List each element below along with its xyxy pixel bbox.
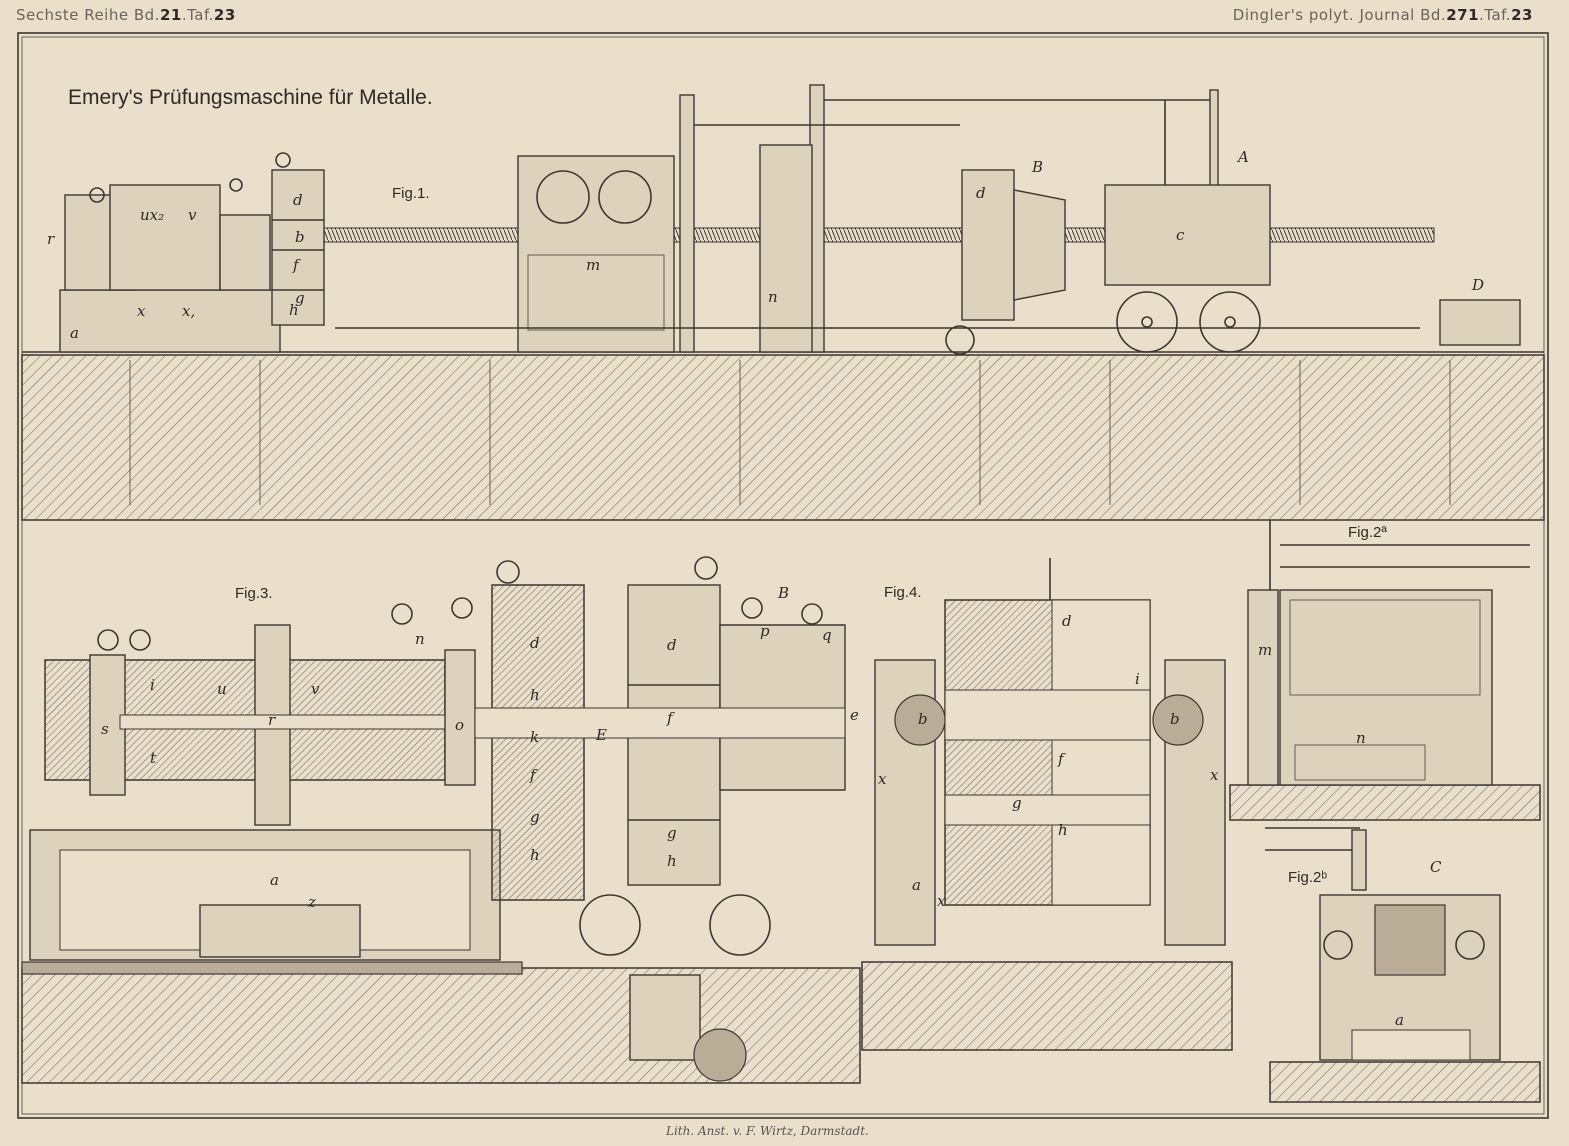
fig1-foundation (21, 354, 1545, 521)
plate-frame (17, 32, 1549, 1119)
part-label: A (1236, 148, 1249, 166)
volume-number: 271 (1446, 6, 1480, 24)
fig2a-measuring-cabinet: Fig.2ª (1229, 520, 1541, 821)
part-label: h (530, 686, 540, 704)
plate-number: 23 (213, 6, 236, 24)
part-label: C (1430, 858, 1442, 876)
fig3-longitudinal-section: Fig.3. (21, 556, 861, 1084)
part-label: h (1058, 821, 1068, 839)
part-label: b (918, 710, 928, 728)
part-label: d (530, 634, 540, 652)
part-label: g (295, 289, 305, 307)
series-text: Sechste Reihe Bd. (16, 6, 160, 24)
fig1-side-elevation: Fig.1. (21, 84, 1545, 521)
part-label: m (1258, 641, 1272, 659)
lithographer-credit: Lith. Anst. v. F. Wirtz, Darmstadt. (666, 1124, 869, 1138)
part-label: n (1356, 729, 1366, 747)
part-label: g (1012, 794, 1022, 812)
part-label: i (150, 676, 155, 694)
part-label: a (270, 871, 279, 889)
part-label: n (415, 630, 425, 648)
part-label: x (137, 302, 146, 320)
part-label: b (1170, 710, 1180, 728)
part-label: m (586, 256, 600, 274)
part-label: s (101, 720, 109, 738)
fig2b-caption: Fig.2ᵇ (1288, 869, 1327, 886)
part-label: e (850, 706, 859, 724)
header-left: Sechste Reihe Bd.21.Taf.23 (16, 6, 236, 24)
part-label: k (530, 728, 539, 746)
part-label: n (768, 288, 778, 306)
part-label: o (455, 716, 464, 734)
part-label: d (667, 636, 677, 654)
part-label: i (1135, 670, 1140, 688)
part-label: a (912, 876, 921, 894)
plate-prefix: .Taf. (181, 6, 214, 24)
part-label: r (268, 711, 276, 729)
volume-number: 21 (159, 6, 182, 24)
part-label: a (1395, 1011, 1404, 1029)
plate-number: 23 (1511, 6, 1533, 24)
part-label: z (307, 893, 316, 911)
fig2a-caption: Fig.2ª (1348, 524, 1387, 541)
part-label: b (295, 228, 305, 246)
fig3-caption: Fig.3. (235, 585, 273, 602)
part-label: d (293, 191, 303, 209)
part-label: g (530, 808, 540, 826)
part-label: f (529, 766, 538, 784)
part-label: a (70, 324, 79, 342)
part-label: h (667, 852, 677, 870)
part-label: B (1031, 158, 1043, 176)
part-label: h (289, 301, 299, 319)
part-label: E (595, 726, 607, 744)
fig4-cross-section: Fig.4. (861, 558, 1233, 1051)
part-label: x (937, 892, 946, 910)
plate-prefix: .Taf. (1479, 6, 1512, 24)
fig4-caption: Fig.4. (884, 584, 922, 601)
part-label: d (1062, 612, 1072, 630)
part-label: ux₂ (140, 206, 164, 224)
fig1-caption: Fig.1. (392, 185, 430, 202)
part-label: x (878, 770, 887, 788)
part-label: v (311, 680, 320, 698)
plate-title: Emery's Prüfungsmaschine für Metalle. (68, 86, 433, 109)
part-label: u (217, 680, 227, 698)
part-label: g (667, 824, 677, 842)
journal-text: Dingler's polyt. Journal Bd. (1232, 6, 1447, 24)
part-label: D (1471, 276, 1484, 294)
part-label: p (760, 622, 770, 640)
part-label: x (1210, 766, 1219, 784)
part-label: h (530, 846, 540, 864)
part-label: f (1057, 750, 1066, 768)
part-label: d (976, 184, 986, 202)
plate-frame-inner (21, 36, 1545, 1115)
part-label: B (777, 584, 789, 602)
part-label: c (1176, 226, 1185, 244)
header-right: Dingler's polyt. Journal Bd.271.Taf.23 (1233, 6, 1533, 24)
part-label: f (292, 256, 301, 274)
part-label: v (188, 206, 197, 224)
fig2b-end-view: Fig.2ᵇ (1265, 827, 1541, 1103)
part-label: f (666, 709, 675, 727)
part-label: r (47, 230, 55, 248)
part-label: x, (182, 302, 195, 320)
part-label: q (822, 626, 832, 644)
part-label: t (150, 749, 157, 767)
part-labels: r ux₂ v d b f g h a x x, m n B d A c D i… (47, 148, 1484, 1029)
